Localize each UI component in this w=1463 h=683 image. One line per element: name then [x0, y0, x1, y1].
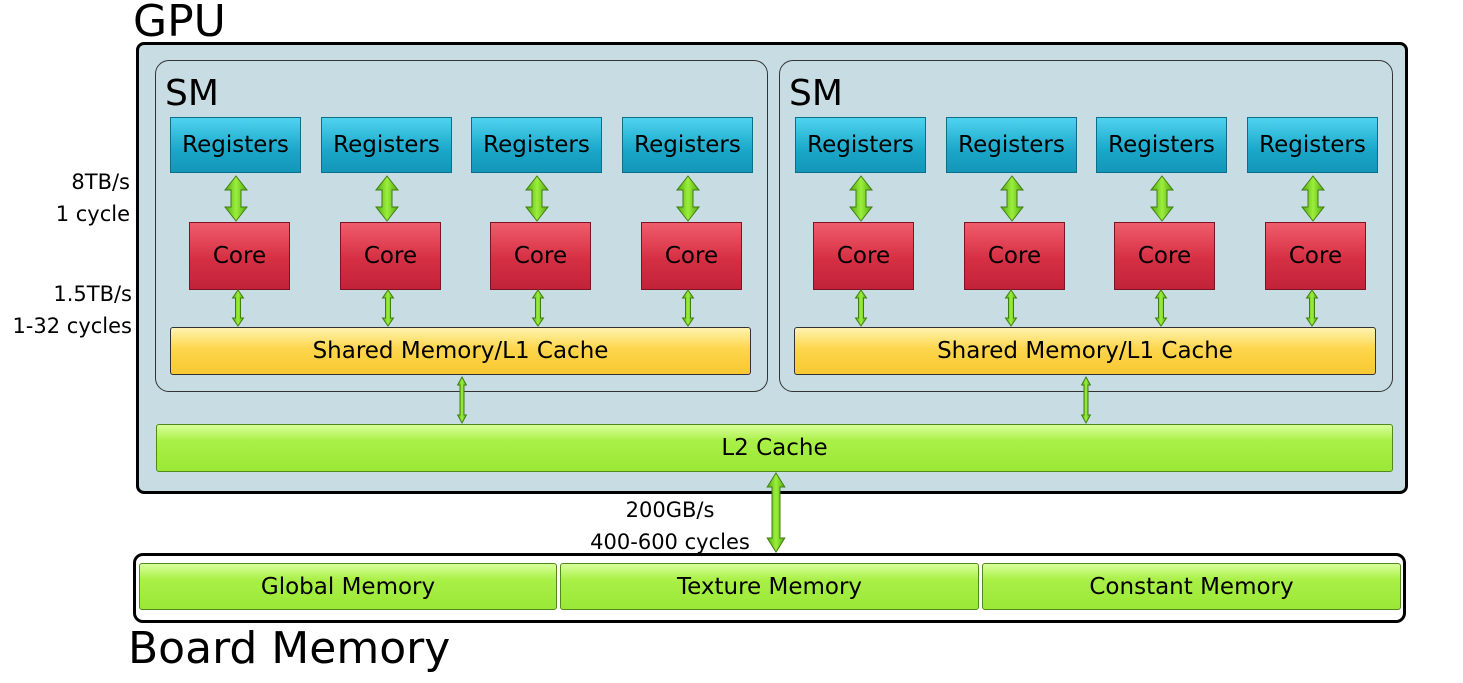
core-block: Core	[641, 222, 742, 290]
shared-memory-block: Shared Memory/L1 Cache	[794, 327, 1376, 375]
core-shared-arrow	[854, 289, 868, 327]
core-shared-arrow	[681, 289, 695, 327]
sm-title: SM	[789, 73, 843, 114]
registers-block: Registers	[795, 117, 926, 173]
core-shared-arrow	[1305, 289, 1319, 327]
register-bandwidth: 8TB/s	[71, 170, 130, 194]
core-block: Core	[1265, 222, 1366, 290]
core-block: Core	[964, 222, 1065, 290]
register-core-arrow	[848, 175, 874, 222]
register-core-arrow	[675, 175, 701, 222]
link-labels: 200GB/s 400-600 cycles	[560, 494, 780, 558]
register-core-arrow	[1149, 175, 1175, 222]
shared-memory-block: Shared Memory/L1 Cache	[170, 327, 751, 375]
shared-l2-arrow	[1080, 375, 1092, 425]
shared-l2-arrow	[456, 375, 468, 425]
shared-bandwidth: 1.5TB/s	[53, 282, 132, 306]
registers-block: Registers	[170, 117, 301, 173]
core-shared-arrow	[231, 289, 245, 327]
register-latency: 1 cycle	[55, 202, 130, 226]
registers-block: Registers	[471, 117, 602, 173]
shared-bandwidth-labels: 1.5TB/s 1-32 cycles	[0, 278, 132, 342]
registers-block: Registers	[622, 117, 753, 173]
core-shared-arrow	[531, 289, 545, 327]
sm-title: SM	[165, 73, 219, 114]
core-block: Core	[813, 222, 914, 290]
register-core-arrow	[1300, 175, 1326, 222]
link-bandwidth: 200GB/s	[625, 498, 715, 522]
core-shared-arrow	[1004, 289, 1018, 327]
register-bandwidth-labels: 8TB/s 1 cycle	[0, 166, 130, 230]
register-core-arrow	[374, 175, 400, 222]
core-shared-arrow	[381, 289, 395, 327]
gpu-title: GPU	[133, 0, 226, 47]
global-memory-block: Global Memory	[139, 563, 557, 610]
registers-block: Registers	[946, 117, 1077, 173]
board-memory-title: Board Memory	[128, 623, 451, 674]
registers-block: Registers	[1247, 117, 1378, 173]
core-block: Core	[1114, 222, 1215, 290]
l2-board-arrow	[766, 472, 786, 553]
shared-latency: 1-32 cycles	[12, 314, 132, 338]
link-latency: 400-600 cycles	[590, 530, 750, 554]
register-core-arrow	[999, 175, 1025, 222]
register-core-arrow	[223, 175, 249, 222]
registers-block: Registers	[321, 117, 452, 173]
texture-memory-block: Texture Memory	[560, 563, 979, 610]
register-core-arrow	[524, 175, 550, 222]
l2-cache-block: L2 Cache	[156, 424, 1393, 472]
registers-block: Registers	[1096, 117, 1227, 173]
core-block: Core	[490, 222, 591, 290]
core-shared-arrow	[1154, 289, 1168, 327]
constant-memory-block: Constant Memory	[982, 563, 1401, 610]
core-block: Core	[189, 222, 290, 290]
core-block: Core	[340, 222, 441, 290]
